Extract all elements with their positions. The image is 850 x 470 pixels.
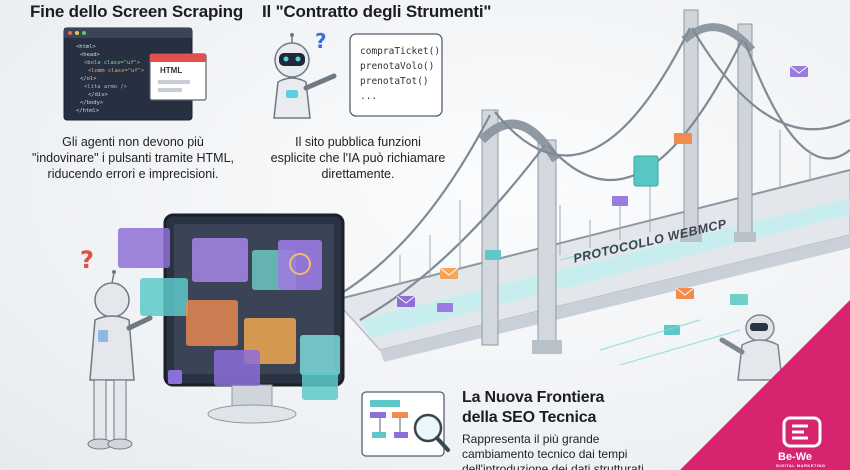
svg-text:<bola class="uf">: <bola class="uf">: [84, 60, 141, 66]
brand-name: Be-We: [778, 451, 813, 463]
html-window-label: HTML: [160, 66, 183, 75]
question-mark-icon: ?: [80, 246, 94, 274]
svg-text:<head>: <head>: [80, 52, 101, 58]
data-trails: [559, 239, 741, 366]
brand-tagline: DIGITAL MARKETING: [776, 463, 826, 468]
function-item: prenotaTot(): [360, 76, 429, 87]
bridge-pylon-near: [478, 109, 562, 354]
function-item: prenotaVolo(): [360, 61, 435, 72]
section1-description: Gli agenti non devono più "indovinare" i…: [8, 134, 258, 182]
section1-desc-line: "indovinare" i pulsanti tramite HTML,: [31, 151, 234, 165]
function-list: compraTicket() prenotaVolo() prenotaTot(…: [360, 44, 440, 104]
svg-text:<lita armo />: <lita armo />: [84, 84, 128, 90]
section2-description: Il sito pubblica funzioni esplicite che …: [258, 134, 458, 182]
section3-desc-line: dell'introduzione dei dati strutturati: [462, 462, 644, 470]
section3-desc-line: Rappresenta il più grande: [462, 432, 600, 446]
function-item: compraTicket(): [360, 46, 441, 57]
svg-text:?: ?: [315, 29, 327, 53]
section2-desc-line: Il sito pubblica funzioni: [295, 135, 421, 149]
brand-logo-icon: [782, 416, 822, 448]
envelope-icon: [396, 65, 809, 335]
robot-icon: [719, 314, 783, 381]
robot-icon: [87, 270, 153, 450]
floating-ui-panels: [118, 228, 340, 400]
section3-description: Rappresenta il più grande cambiamento te…: [462, 432, 644, 470]
section1-desc-line: riducendo errori e imprecisioni.: [47, 167, 219, 181]
section3-desc-line: cambiamento tecnico dai tempi: [462, 447, 628, 461]
svg-text:?: ?: [80, 246, 94, 274]
question-mark-icon: ?: [315, 29, 327, 53]
svg-text:</body>: </body>: [80, 100, 104, 106]
section3-title: La Nuova Frontiera della SEO Tecnica: [462, 388, 604, 428]
svg-text:<lomm class="uf">: <lomm class="uf">: [88, 68, 145, 74]
section1-title: Fine dello Screen Scraping: [30, 2, 244, 21]
magnifier-icon: [413, 413, 450, 452]
code-editor-icon: <html> <head> <bola class="uf"> <lomm cl…: [63, 27, 207, 121]
section2-desc-line: esplicite che l'IA può richiamare: [270, 151, 446, 165]
svg-text:<html>: <html>: [76, 44, 97, 50]
function-item: ...: [360, 91, 378, 102]
section1-desc-line: Gli agenti non devono più: [62, 135, 204, 149]
svg-text:</html>: </html>: [76, 108, 100, 114]
section3-title-line: La Nuova Frontiera: [462, 389, 605, 406]
document-icon: [633, 155, 659, 187]
svg-text:</div>: </div>: [88, 92, 109, 98]
code-panel-frame: [349, 33, 443, 117]
svg-text:</ol>: </ol>: [80, 76, 97, 82]
bridge-pylon-far: [680, 9, 756, 242]
section3-title-line: della SEO Tecnica: [462, 409, 597, 426]
section2-desc-line: direttamente.: [321, 167, 395, 181]
robot-icon: [273, 33, 337, 119]
section2-title: Il "Contratto degli Strumenti": [262, 2, 492, 21]
